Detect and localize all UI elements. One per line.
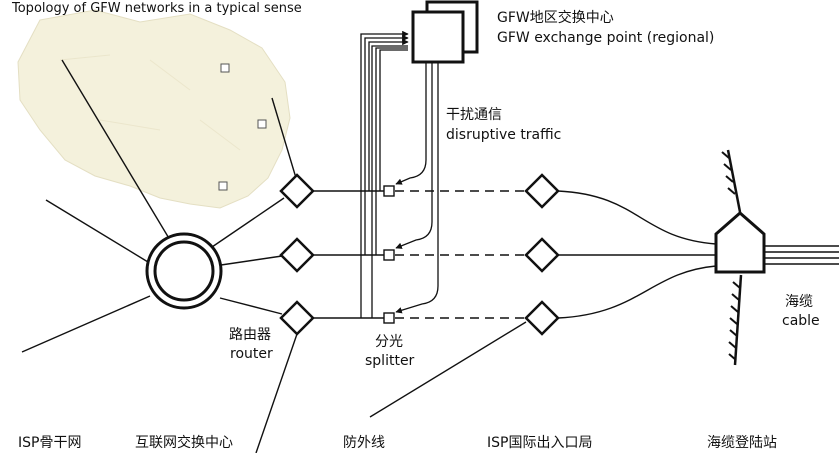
router-nodes	[279, 173, 315, 336]
disruptive-lines	[395, 62, 439, 314]
bottom-label-landing-station: 海缆登陆站	[707, 435, 777, 451]
internet-exchange-node	[145, 232, 223, 310]
splitter-box	[383, 312, 395, 324]
splitter-box	[383, 185, 395, 197]
router-splitter-links	[313, 190, 384, 319]
router-label-zh: 路由器	[229, 327, 271, 343]
splitter-label-zh: 分光	[375, 334, 403, 350]
dashed-links	[395, 190, 526, 319]
gateway-landing-links	[369, 190, 717, 418]
diagram-title: Topology of GFW networks in a typical se…	[11, 1, 302, 16]
china-map	[17, 9, 291, 209]
exchange-point-label-zh: GFW地区交换中心	[497, 9, 614, 26]
gateway-diamond	[524, 173, 560, 209]
disruptive-traffic-label-en: disruptive traffic	[446, 127, 561, 143]
bottom-label-isp-gateway: ISP国际出入口局	[487, 435, 592, 451]
mirror-lines	[360, 30, 409, 318]
gateway-diamond	[524, 300, 560, 336]
disruptive-traffic-label-zh: 干扰通信	[446, 107, 502, 123]
gateway-diamond	[524, 237, 560, 273]
splitter-label-en: splitter	[365, 353, 415, 369]
router-diamond	[279, 300, 315, 336]
bottom-label-internet-exchange: 互联网交换中心	[135, 434, 233, 451]
map-marker	[220, 63, 230, 73]
router-diamond	[279, 173, 315, 209]
router-diamond	[279, 237, 315, 273]
map-marker	[257, 119, 267, 129]
landing-station-node	[714, 149, 839, 366]
exchange-router-links	[211, 197, 285, 315]
exchange-point-label-en: GFW exchange point (regional)	[497, 30, 714, 46]
isp-gateway-nodes	[524, 173, 560, 336]
map-marker	[218, 181, 228, 191]
bottom-label-border-line: 防外线	[343, 435, 385, 451]
bottom-label-isp-backbone: ISP骨干网	[18, 435, 81, 451]
submarine-cable	[764, 245, 839, 265]
cable-label-en: cable	[782, 313, 820, 329]
coastline-hatch	[721, 151, 741, 361]
backbone-links	[21, 59, 298, 453]
gfw-exchange-point-node	[411, 0, 479, 64]
cable-label-zh: 海缆	[785, 294, 813, 310]
splitter-nodes	[383, 185, 395, 324]
splitter-box	[383, 249, 395, 261]
router-label-en: router	[230, 346, 273, 362]
